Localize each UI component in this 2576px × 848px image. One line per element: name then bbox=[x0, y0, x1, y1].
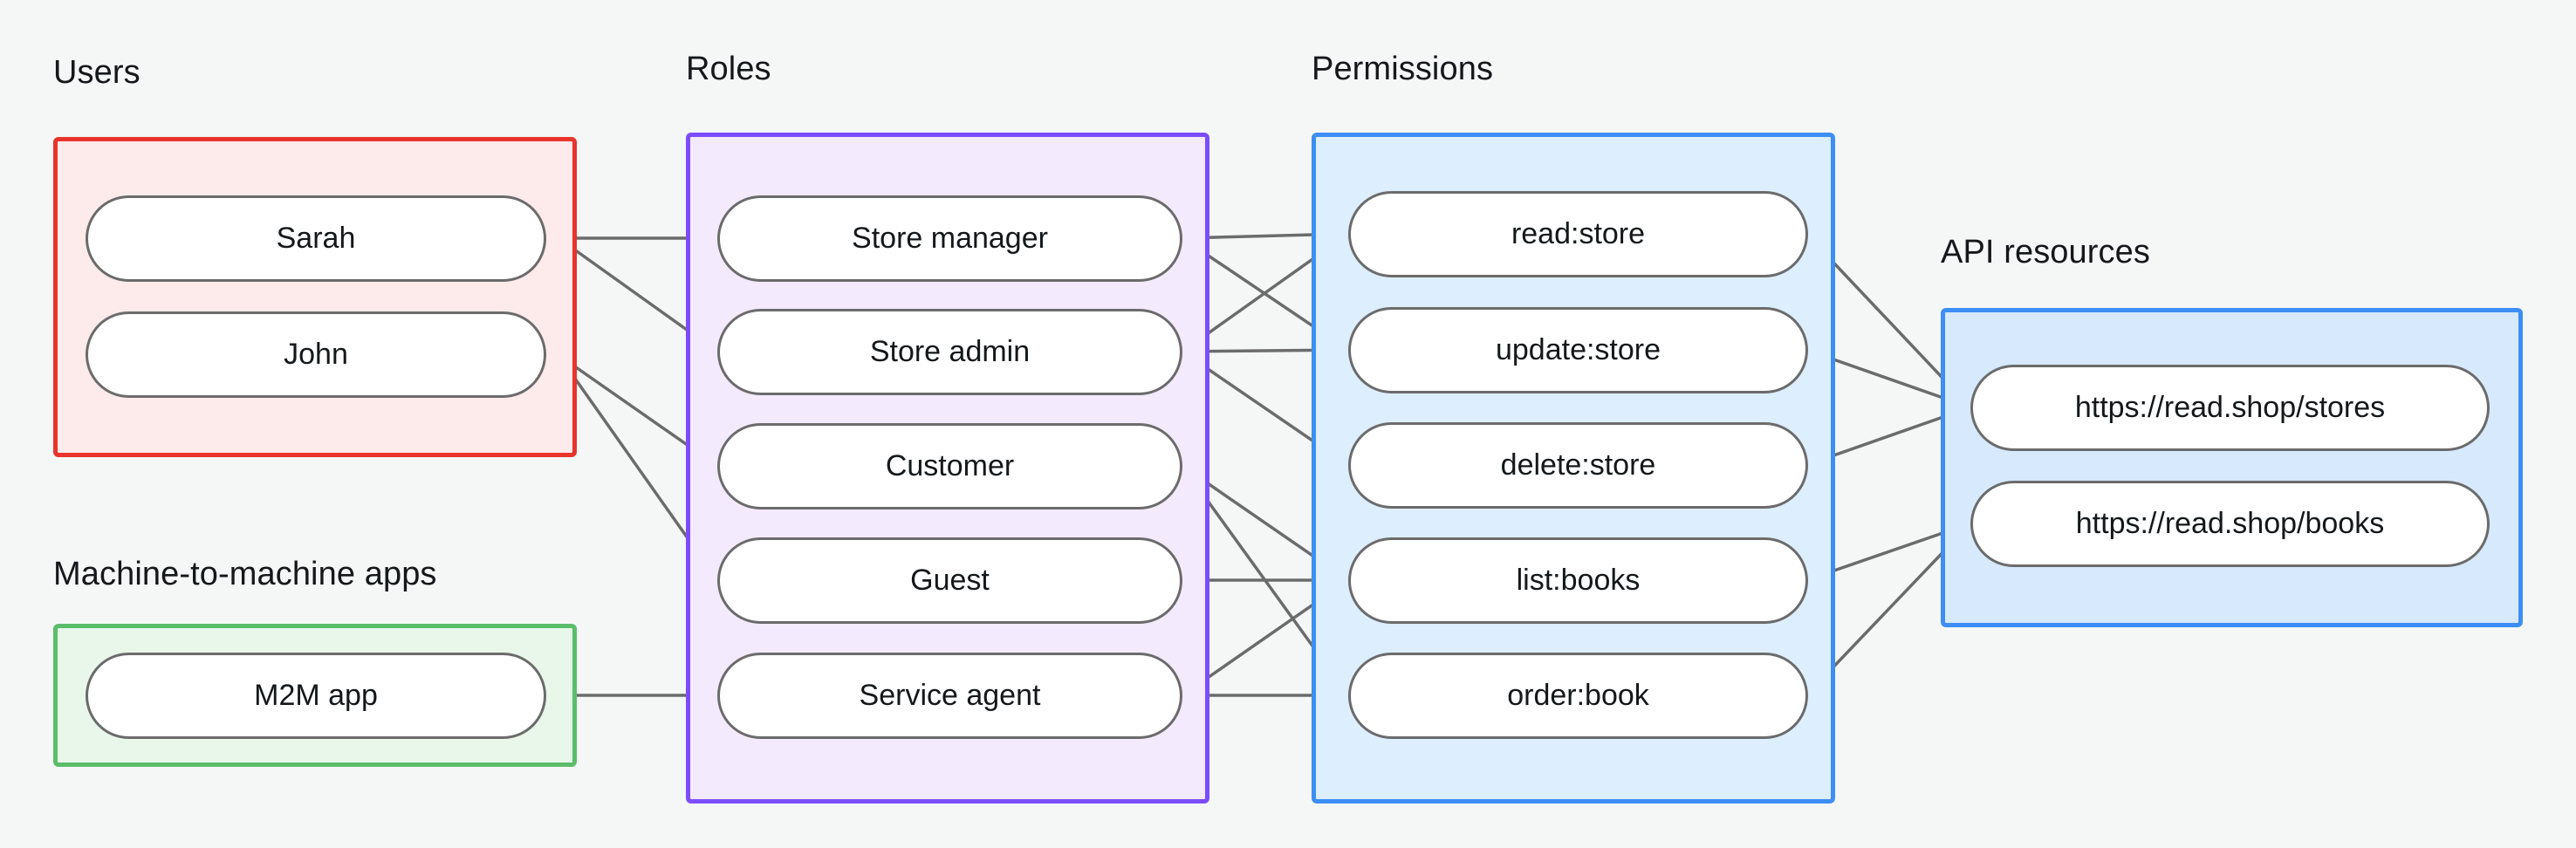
node-john[interactable]: John bbox=[86, 311, 546, 398]
node-customer[interactable]: Customer bbox=[717, 423, 1182, 509]
node-order-book[interactable]: order:book bbox=[1348, 653, 1808, 739]
group-title-users: Users bbox=[53, 54, 140, 91]
node-guest[interactable]: Guest bbox=[717, 537, 1182, 624]
node-list-books[interactable]: list:books bbox=[1348, 537, 1808, 624]
group-box-api-resources bbox=[1941, 308, 2523, 627]
group-box-users bbox=[53, 137, 577, 457]
node-m2m-app[interactable]: M2M app bbox=[86, 653, 546, 739]
group-title-m2m: Machine-to-machine apps bbox=[53, 556, 437, 592]
group-title-api-resources: API resources bbox=[1941, 234, 2150, 270]
node-sarah[interactable]: Sarah bbox=[86, 195, 546, 282]
group-title-roles: Roles bbox=[686, 51, 771, 87]
node-read-store[interactable]: read:store bbox=[1348, 191, 1808, 277]
group-title-permissions: Permissions bbox=[1312, 51, 1494, 87]
node-delete-store[interactable]: delete:store bbox=[1348, 422, 1808, 509]
node-store-admin[interactable]: Store admin bbox=[717, 309, 1182, 395]
node-res-stores[interactable]: https://read.shop/stores bbox=[1970, 365, 2490, 451]
node-service-agent[interactable]: Service agent bbox=[717, 653, 1182, 739]
node-update-store[interactable]: update:store bbox=[1348, 307, 1808, 393]
node-store-manager[interactable]: Store manager bbox=[717, 195, 1182, 282]
node-res-books[interactable]: https://read.shop/books bbox=[1970, 481, 2490, 567]
